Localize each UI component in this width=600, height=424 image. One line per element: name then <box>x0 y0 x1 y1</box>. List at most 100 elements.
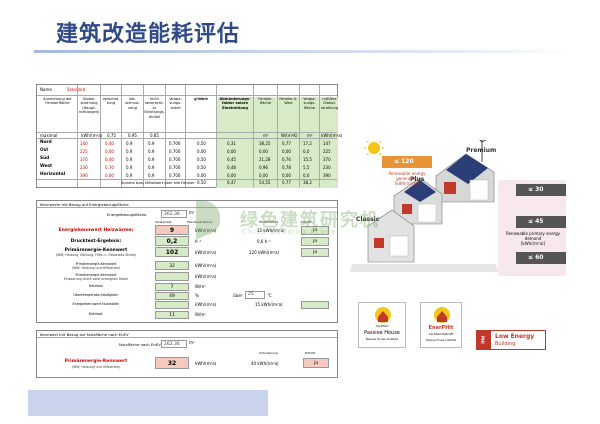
primary-energy-sub: (WW, Heizung, Kühlung, Hilfs- u. Haushal… <box>55 253 137 257</box>
grid-line <box>277 85 278 187</box>
heating-demand-limit: 15 kWh/(m²a) <box>257 228 285 233</box>
row-cell[interactable]: 225 <box>80 148 88 154</box>
row-cell[interactable]: 390 <box>80 172 88 178</box>
row-cell[interactable]: 140 <box>80 140 88 146</box>
units-cell: 0,95 <box>128 133 137 138</box>
row-cell[interactable]: 0,00 <box>105 172 114 178</box>
units-cell: m² <box>307 133 313 138</box>
low-energy-text: Low Energy <box>495 333 535 340</box>
enev-primary-limit: 40 kWh/(m²a) <box>251 361 279 366</box>
row-cell: 15,5 <box>303 156 312 162</box>
row-cell[interactable]: 230 <box>80 164 88 170</box>
ph-sub-text: Passive House Institute <box>365 337 399 341</box>
primary-energy2-value: 32 <box>155 261 189 270</box>
primary-energy3-unit: kWh/(m²a) <box>195 274 217 279</box>
row-cell[interactable]: 0,40 <box>105 156 114 162</box>
enev-area-label: Nutzfläche nach EnEV <box>119 342 161 347</box>
sum-value: 0,77 <box>282 180 291 185</box>
grid-line <box>100 85 101 187</box>
row-cell: 0,700 <box>169 156 181 162</box>
units-cell: m² <box>263 133 269 138</box>
name-value[interactable]: Standard <box>67 88 85 92</box>
enerphit-inst-text: Passive House Institute <box>425 339 457 342</box>
ebf-input[interactable]: 262,36 <box>161 210 187 218</box>
premium-house-icon <box>435 153 495 203</box>
overheating-temp-unit: °C <box>267 293 272 298</box>
header-shading: Verschat-tung <box>102 97 120 106</box>
overheating-temp-input[interactable]: 25 <box>245 291 265 299</box>
row-cell: 0,48 <box>227 164 236 170</box>
grid-line <box>143 85 144 187</box>
row-cell: 38,25 <box>259 140 271 146</box>
phi-badge: PHI <box>477 331 491 349</box>
row-cell: 0,50 <box>197 164 206 170</box>
grid-line <box>37 138 337 139</box>
row-cell[interactable]: 0,60 <box>105 148 114 154</box>
grid-line <box>77 85 78 187</box>
row-cell[interactable]: 0,40 <box>105 140 114 146</box>
passive-house-logo-icon <box>375 307 391 323</box>
header-reduction: Abminderungs-faktor solare Einstrahlung <box>219 97 251 110</box>
row-cell: 0,78 <box>282 164 291 170</box>
grid-line <box>37 132 337 133</box>
units-label: maximal <box>40 133 58 138</box>
energy-form: Kennwerte mit Bezug auf Energiebezugsflä… <box>36 200 338 323</box>
overheating-label: Übertemperaturhäufigkeit: <box>73 293 119 297</box>
footer-bar <box>28 390 268 416</box>
grid-line <box>165 85 166 187</box>
row-cell[interactable]: 0,70 <box>105 164 114 170</box>
enev-fulfilled: Erfüllt? <box>305 351 316 355</box>
col-fulfilled: Erfüllt? <box>301 220 312 224</box>
pressure-test-value: 0,2 <box>155 236 189 246</box>
title-divider <box>34 50 574 53</box>
row-cell: 0,9 <box>148 172 155 178</box>
header-window-area: Fenster-fläche <box>258 97 273 106</box>
renewable-demand-text: Renewable primary energy demand <box>505 231 561 241</box>
row-cell: 0,50 <box>197 140 206 146</box>
row-label: Süd <box>40 156 50 161</box>
heat-load-label: Heizlast: <box>88 284 104 288</box>
row-cell[interactable]: 370 <box>80 156 88 162</box>
row-cell: 0,700 <box>169 164 181 170</box>
primary-energy3-label: Primärenergie-Kennwert <box>75 273 117 277</box>
heat-load-unit: W/m² <box>195 284 206 289</box>
header-g-value: g-Wert <box>194 97 208 101</box>
row-cell: 0,45 <box>227 156 236 162</box>
cooling-demand-value <box>155 301 189 309</box>
units-cell: W/(m²K) <box>281 133 298 138</box>
enev-form: Kennwert mit Bezug auf Nutzfläche nach E… <box>36 330 338 378</box>
header-global: Global-strahlung (Haupt-richtungen) <box>78 97 100 115</box>
price-tag-30: ≤ 30 <box>516 184 566 196</box>
row-label: Nord <box>40 140 52 145</box>
enev-area-input[interactable]: 262,36 <box>161 340 187 348</box>
enev-area-unit: m² <box>189 340 195 345</box>
enerphit-logo-icon <box>434 307 450 323</box>
price-tag-60: ≤ 60 <box>516 252 566 264</box>
enev-requirement: Anforderung <box>259 351 278 355</box>
cooling-load-unit: W/m² <box>195 312 206 317</box>
row-label: West <box>40 164 53 169</box>
renewable-generation-unit: [kWh/(m²a)] <box>394 181 420 186</box>
base-platform <box>350 264 498 272</box>
primary-energy-label: Primärenergie-Kennwert <box>64 248 128 253</box>
row-cell: 0,700 <box>169 140 181 146</box>
row-cell: 0,9 <box>126 164 133 170</box>
price-tag-45: ≤ 45 <box>516 216 566 228</box>
row-cell: 0,31 <box>227 140 236 146</box>
houses-graphic <box>350 135 566 276</box>
sum-value: 0,50 <box>197 180 206 185</box>
row-cell: 21,28 <box>259 156 271 162</box>
primary-energy-limit: 120 kWh/(m²a) <box>249 250 280 255</box>
row-cell: 0,00 <box>282 148 291 154</box>
passive-house-classes-illustration: Premium Plus Classic ≤ 120 Renewable ene… <box>348 135 566 290</box>
grid-line <box>253 85 254 187</box>
row-cell: 370 <box>323 156 331 162</box>
enev-header: Kennwert mit Bezug auf Nutzfläche nach E… <box>37 331 337 338</box>
header-glazing-share: Vergla-sungs-anteil <box>169 97 182 110</box>
row-cell: 0,700 <box>169 148 181 154</box>
classic-house-icon <box>367 209 415 263</box>
row-cell: 0,9 <box>148 164 155 170</box>
form-header: Kennwerte mit Bezug auf Energiebezugsflä… <box>37 201 337 208</box>
row-cell: 0,96 <box>259 164 268 170</box>
primary-energy2-sub: (WW, Heizung und Hilfsstrom) <box>71 266 121 270</box>
